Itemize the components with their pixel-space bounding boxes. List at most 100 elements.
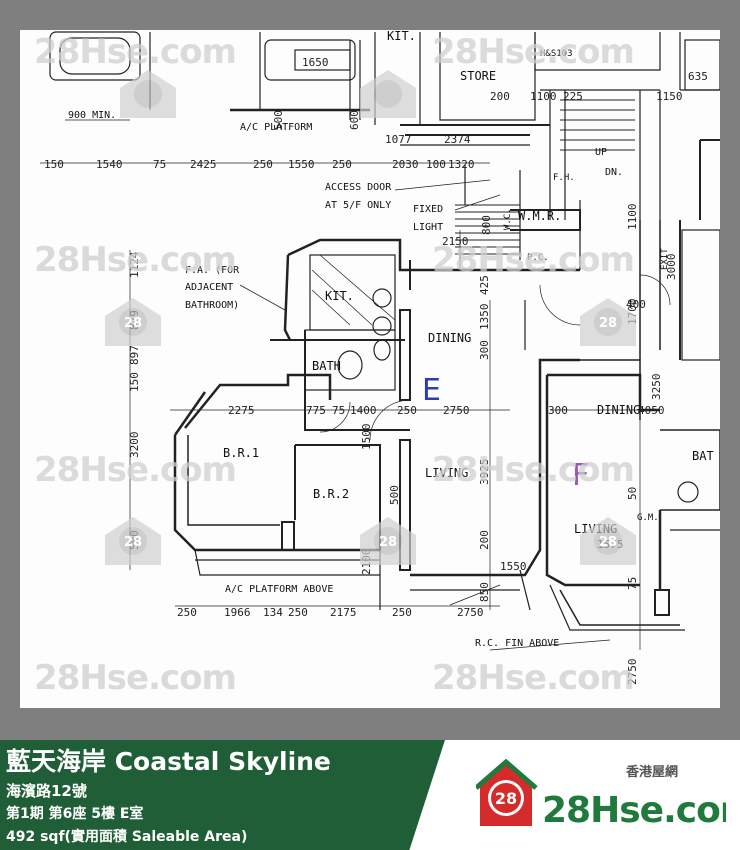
label-wmr: W.M.R. <box>518 209 561 223</box>
watermark-badge-3 <box>580 298 636 346</box>
dim-200: 200 <box>490 90 510 103</box>
watermark-text: 28Hse.com <box>432 32 635 72</box>
dim-3925: 3925 <box>478 459 491 486</box>
dim-1650: 1650 <box>302 56 329 69</box>
dim-425: 425 <box>478 275 491 295</box>
label-living: LIVING <box>425 466 468 480</box>
dim-300-v: 300 <box>478 340 491 360</box>
dim-top-4: 250 <box>253 158 273 171</box>
note-wc: W.C. <box>503 208 513 230</box>
dim-bottom-0: 250 <box>177 606 197 619</box>
dim-1150: 1150 <box>656 90 683 103</box>
note-gm: G.M. <box>637 513 659 523</box>
dim-1077: 1077 <box>385 133 412 146</box>
note-ac-platform-above: A/C PLATFORM ABOVE <box>225 584 333 595</box>
note-fixed-light: FIXED <box>413 204 443 215</box>
watermark-text: 28Hse.com <box>34 240 237 280</box>
dim-left-0: 1124 <box>128 251 141 278</box>
label-stairs-down: DN. <box>605 167 623 178</box>
dim-top-1: 1540 <box>96 158 123 171</box>
watermark-badge-7 <box>120 70 176 118</box>
dim-bottom-3: 250 <box>288 606 308 619</box>
watermark-text: 28Hse.com <box>34 658 237 698</box>
dim-635: 635 <box>688 70 708 83</box>
watermark-text: 28Hse.com <box>34 32 237 72</box>
dim-top-7: 2030 <box>392 158 419 171</box>
dim-1350: 1350 <box>478 304 491 331</box>
watermark-badge-text-2: 28 <box>124 535 142 550</box>
bathtub-top <box>264 39 356 81</box>
label-stairs-up: UP <box>595 147 607 158</box>
logo-tagline: 香港屋網 <box>625 764 678 780</box>
watermark-badge-5 <box>580 517 636 565</box>
dim-bottom-6: 2750 <box>457 606 484 619</box>
dim-500-r: 2750 <box>626 659 639 686</box>
note-access-door-2: AT 5/F ONLY <box>325 200 391 211</box>
dim-600: 600 <box>348 110 361 130</box>
footer-info-panel: 藍天海岸 Coastal Skyline 海濱路12號 第1期 第6座 5樓 E… <box>0 740 445 850</box>
note-rc-fin: R.C. FIN ABOVE <box>475 638 559 649</box>
note-ac-platform: A/C PLATFORM <box>240 122 312 133</box>
watermark-badge-text-4: 28 <box>379 535 397 550</box>
note-fa-1: F.A. (FOR <box>185 265 240 276</box>
dim-bottom-4: 2175 <box>330 606 357 619</box>
dim-mid-5: 2750 <box>443 404 470 417</box>
dim-2150: 2150 <box>442 235 469 248</box>
info-footer: 藍天海岸 Coastal Skyline 海濱路12號 第1期 第6座 5樓 E… <box>0 740 740 850</box>
watermark-badge-text-1: 28 <box>124 316 142 331</box>
dim-mid-4: 250 <box>397 404 417 417</box>
label-dining-f: DINING <box>597 403 640 417</box>
watermark-text: 28Hse.com <box>432 658 635 698</box>
watermark-badge-1 <box>105 298 161 346</box>
dim-left-2: 897 <box>128 345 141 365</box>
dim-1500: 3250 <box>650 374 663 401</box>
dim-2362: 800 <box>480 215 493 235</box>
unit-label-e: E <box>422 373 441 408</box>
wall-segment <box>399 309 411 401</box>
dim-left-3: 150 <box>128 372 141 392</box>
dim-top-0: 150 <box>44 158 64 171</box>
dim-top-9: 1320 <box>448 158 475 171</box>
bathtub-top-left <box>49 31 141 81</box>
dim-mid-1: 775 <box>306 404 326 417</box>
note-900-min: 900 MIN. <box>68 110 116 121</box>
watermark-badge-6 <box>360 70 416 118</box>
note-fa-3: BATHROOM) <box>185 300 239 311</box>
dim-1575: 50 <box>626 487 639 500</box>
dim-850: 850 <box>478 582 491 602</box>
label-bath-right: BAT <box>692 449 714 463</box>
note-access-door: ACCESS DOOR <box>325 182 392 193</box>
dim-bottom-2: 134 <box>263 606 283 619</box>
dim-mid-7: 4050 <box>638 404 665 417</box>
dim-mid-2: 75 <box>332 404 345 417</box>
dim-mid-0: 2275 <box>228 404 255 417</box>
logo-brand-text: 28Hse.com <box>542 790 726 831</box>
brand-logo: 28 香港屋網 28Hse.com <box>474 756 740 840</box>
floor-plan: 150 1540 75 2425 250 1550 250 2030 100 1… <box>20 30 720 708</box>
bathroom-area <box>304 329 396 391</box>
watermark-badge-text-3: 28 <box>599 316 617 331</box>
dim-mid-6: 300 <box>548 404 568 417</box>
dim-bottom-1: 1966 <box>224 606 251 619</box>
dim-1100-r: 3000 <box>665 254 678 281</box>
label-dining: DINING <box>428 331 471 345</box>
dim-300: 1550 <box>500 560 527 573</box>
watermark-text: 28Hse.com <box>432 450 635 490</box>
dim-bottom-5: 250 <box>392 606 412 619</box>
label-kitchen: KIT. <box>325 289 354 303</box>
note-exit: EXIT <box>660 248 670 270</box>
watermark-text: 28Hse.com <box>432 240 635 280</box>
dim-mid-3: 1400 <box>350 404 377 417</box>
property-area: 492 sqf(實用面積 Saleable Area) <box>6 829 248 845</box>
watermark-badges <box>105 70 636 565</box>
dim-left-4: 3200 <box>128 432 141 459</box>
watermark-badge-2 <box>105 517 161 565</box>
label-bedroom-1: B.R.1 <box>223 446 259 460</box>
property-unit: 第1期 第6座 5樓 E室 <box>6 806 144 822</box>
watermark-badge-4 <box>360 517 416 565</box>
dim-200-v: 200 <box>478 530 491 550</box>
dim-1100: 1100 <box>530 90 557 103</box>
note-fh: F.H. <box>553 173 575 183</box>
label-bath: BATH <box>312 359 341 373</box>
floor-plan-drawing: 150 1540 75 2425 250 1550 250 2030 100 1… <box>40 30 720 686</box>
